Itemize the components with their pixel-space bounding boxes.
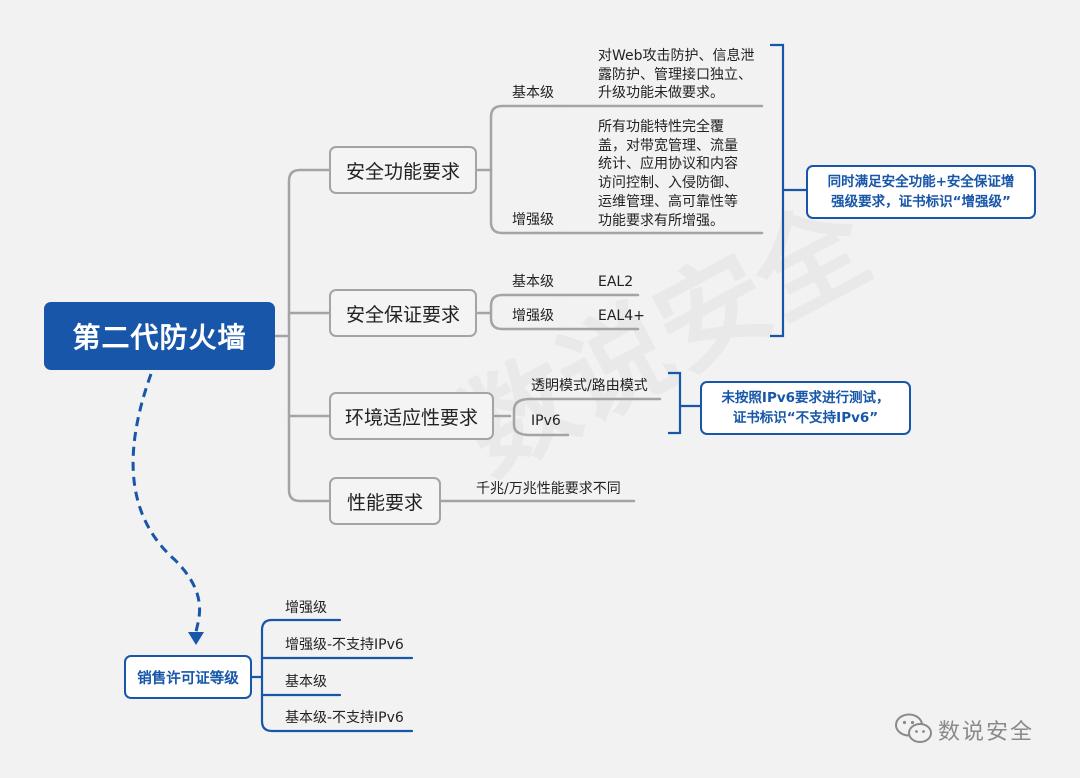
assure-enhanced-label: 增强级 (512, 308, 554, 324)
branch-environment[interactable]: 环境适应性要求 (329, 392, 494, 440)
perf-label: 千兆/万兆性能要求不同 (476, 481, 621, 497)
wechat-icon (895, 713, 932, 743)
callout-enhanced: 同时满足安全功能+安全保证增 强级要求，证书标识“增强级” (806, 165, 1036, 219)
func-enhanced-label: 增强级 (512, 212, 554, 228)
env-ipv6-label: IPv6 (531, 413, 561, 429)
assure-enhanced-value: EAL4+ (598, 308, 645, 324)
sales-level-3: 基本级 (285, 674, 327, 690)
root-node[interactable]: 第二代防火墙 (44, 302, 275, 370)
func-basic-desc: 对Web攻击防护、信息泄 露防护、管理接口独立、 升级功能未做要求。 (598, 48, 755, 102)
branch-security-assurance[interactable]: 安全保证要求 (329, 289, 477, 337)
brand-watermark: 数说安全 (938, 720, 1035, 745)
sales-level-4: 基本级-不支持IPv6 (285, 710, 404, 726)
func-enhanced-desc: 所有功能特性完全覆 盖，对带宽管理、流量 统计、应用协议和内容 访问控制、入侵防… (598, 119, 738, 229)
env-mode-label: 透明模式/路由模式 (531, 378, 648, 394)
assure-basic-label: 基本级 (512, 274, 554, 290)
branch-security-function[interactable]: 安全功能要求 (329, 146, 477, 194)
branch-performance[interactable]: 性能要求 (329, 477, 441, 525)
assure-basic-value: EAL2 (598, 274, 634, 290)
sales-level-1: 增强级 (285, 600, 327, 616)
sales-license-node[interactable]: 销售许可证等级 (124, 655, 252, 699)
callout-ipv6: 未按照IPv6要求进行测试， 证书标识“不支持IPv6” (700, 381, 911, 435)
func-basic-label: 基本级 (512, 85, 554, 101)
sales-level-2: 增强级-不支持IPv6 (285, 637, 404, 653)
